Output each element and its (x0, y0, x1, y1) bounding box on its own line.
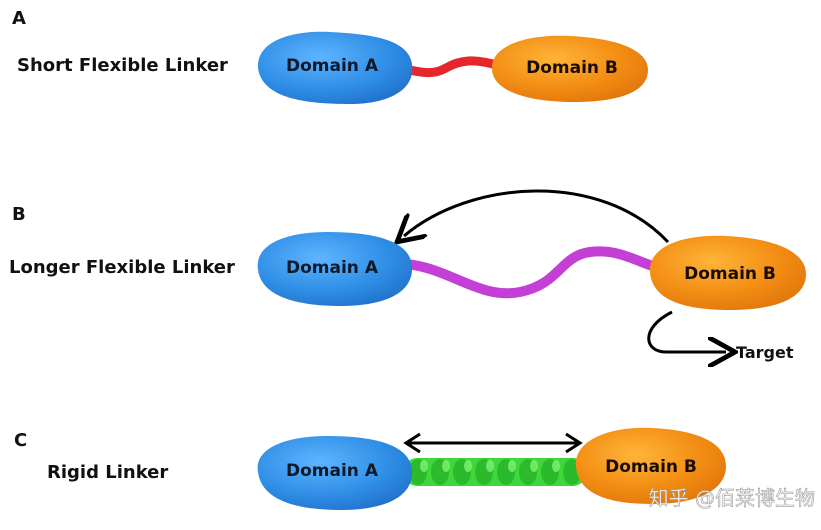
domain-a-label: Domain A (286, 56, 379, 76)
long-flexible-linker (401, 246, 665, 299)
domain-a-label: Domain A (286, 461, 379, 481)
panel-a: A Short Flexible Linker Domain A Domain … (12, 8, 648, 104)
double-arrow-right-head-icon (565, 432, 583, 454)
short-flexible-linker (395, 56, 505, 78)
domain-b-blob (491, 35, 648, 102)
watermark: 知乎 @佰莱博生物 (649, 486, 815, 510)
panel-c-letter: C (14, 430, 27, 451)
panel-c: C Rigid Linker (14, 427, 726, 510)
rigid-helical-linker (404, 458, 586, 486)
domain-b-label: Domain B (605, 457, 697, 477)
target-arrow-icon (647, 310, 726, 352)
double-arrow-left-head-icon (403, 432, 421, 454)
domain-a-blob (257, 436, 413, 510)
domain-b-label: Domain B (526, 58, 618, 78)
domain-b-blob (575, 427, 726, 504)
target-label: Target (736, 343, 794, 362)
domain-b-label: Domain B (684, 264, 776, 284)
panel-a-letter: A (12, 8, 26, 29)
panel-c-title: Rigid Linker (47, 462, 168, 483)
panel-a-title: Short Flexible Linker (17, 55, 228, 76)
panel-b-title: Longer Flexible Linker (9, 257, 235, 278)
curved-arrow-icon (404, 189, 670, 242)
domain-a-label: Domain A (286, 258, 379, 278)
domain-a-blob (257, 31, 413, 104)
domain-a-blob (257, 232, 413, 306)
domain-b-blob (649, 235, 806, 310)
panel-b: B Longer Flexible Linker Domain A Domain… (9, 189, 806, 362)
panel-b-letter: B (12, 204, 26, 225)
